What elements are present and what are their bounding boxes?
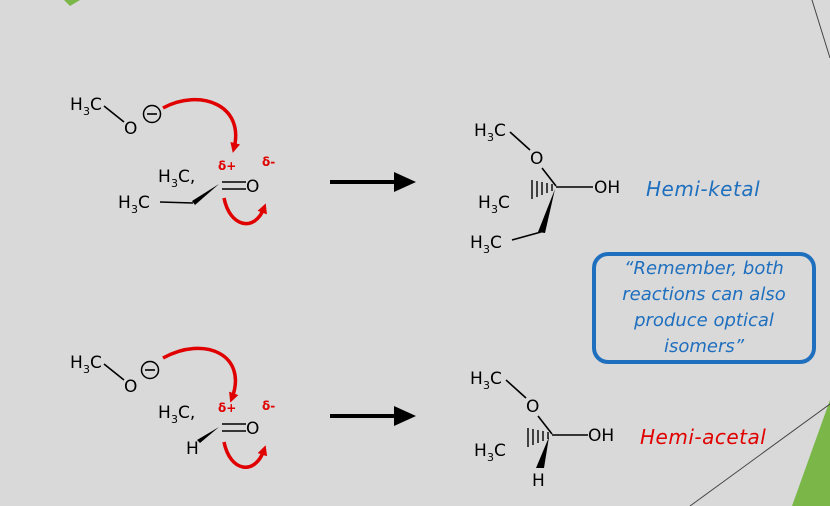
- r2-product-o: O: [526, 397, 539, 417]
- reaction2-product: H 3 C O OH H 3 C H: [470, 369, 614, 491]
- r2-electron-arrow: [222, 441, 268, 469]
- r1-delta-plus: δ+: [218, 159, 236, 173]
- r1-product-mid-sub: 3: [491, 203, 498, 216]
- r1-ketone-top-c: C,: [178, 167, 195, 187]
- optical-isomers-note: “Remember, both reactions can also produ…: [592, 252, 816, 364]
- r2-aldehyde-o: O: [246, 419, 259, 439]
- r2-aldehyde-top-c: C,: [178, 403, 195, 423]
- r1-methoxide-c: C: [90, 95, 102, 115]
- reaction1-ketone: H 3 C, δ+ δ- O H 3 C: [118, 155, 275, 216]
- hemi-acetal-label: Hemi-acetal: [640, 425, 766, 449]
- r1-product-o: O: [530, 149, 543, 169]
- green-accent-right: [792, 400, 830, 506]
- decor-line-topright: [811, 0, 830, 59]
- r2-aldehyde-top-sub: 3: [171, 413, 178, 426]
- reaction2-methoxide: H 3 C O: [70, 353, 160, 397]
- reaction2-aldehyde: H 3 C, δ+ δ- O H: [158, 399, 275, 459]
- r2-product-top-h: H: [470, 369, 483, 389]
- r2-product-top-sub: 3: [483, 379, 490, 392]
- r1-product-bot-h: H: [470, 233, 483, 253]
- r1-ketone-left-sub: 3: [131, 203, 138, 216]
- reaction1-product: H 3 C O OH H 3 C H 3 C: [470, 121, 620, 256]
- note-line-3: produce optical: [634, 310, 774, 331]
- r2-product-top-c: C: [490, 369, 502, 389]
- r2-attack-arrow: [162, 346, 239, 403]
- r2-methoxide-o: O: [124, 377, 137, 397]
- r2-delta-plus: δ+: [218, 401, 236, 415]
- r2-product-mid-c: C: [494, 441, 506, 461]
- r1-product-top-h: H: [474, 121, 487, 141]
- note-line-1: “Remember, both: [624, 258, 784, 279]
- r1-product-mid-h: H: [478, 193, 491, 213]
- r1-delta-minus: δ-: [262, 155, 275, 169]
- r2-methoxide-h: H: [70, 353, 83, 373]
- r1-product-top-sub: 3: [487, 131, 494, 144]
- r1-ketone-left-c: C: [138, 193, 150, 213]
- r2-methoxide-sub: 3: [83, 363, 90, 376]
- r2-product-oh: OH: [588, 426, 614, 446]
- r1-ketone-top-h: H: [158, 167, 171, 187]
- r2-delta-minus: δ-: [262, 399, 275, 413]
- r1-ketone-top-sub: 3: [171, 177, 178, 190]
- r1-methoxide-h: H: [70, 95, 83, 115]
- r1-product-bot-sub: 3: [483, 243, 490, 256]
- r1-methoxide-o: O: [124, 119, 137, 139]
- r1-product-oh: OH: [594, 178, 620, 198]
- r1-methoxide-sub: 3: [83, 105, 90, 118]
- r2-aldehyde-top-h: H: [158, 403, 171, 423]
- note-line-2: reactions can also: [622, 284, 786, 305]
- r1-ketone-left-h: H: [118, 193, 131, 213]
- r1-product-mid-c: C: [498, 193, 510, 213]
- r2-product-mid-h: H: [474, 441, 487, 461]
- r1-product-bot-c: C: [490, 233, 502, 253]
- note-line-4: isomers”: [663, 336, 745, 357]
- r2-methoxide-c: C: [90, 353, 102, 373]
- reaction1-arrow: [330, 172, 416, 192]
- green-accent-top: [64, 0, 80, 6]
- r1-electron-arrow: [222, 197, 267, 226]
- hemi-ketal-label: Hemi-ketal: [646, 177, 760, 201]
- reaction1-methoxide: H 3 C O: [70, 95, 162, 139]
- r1-product-top-c: C: [494, 121, 506, 141]
- r2-product-bot-h: H: [532, 471, 545, 491]
- r2-aldehyde-h: H: [186, 439, 199, 459]
- r1-ketone-o: O: [246, 177, 259, 197]
- reaction2-arrow: [330, 406, 416, 426]
- r2-product-mid-sub: 3: [487, 451, 494, 464]
- r1-attack-arrow: [162, 98, 241, 153]
- decor-line-right: [689, 403, 830, 506]
